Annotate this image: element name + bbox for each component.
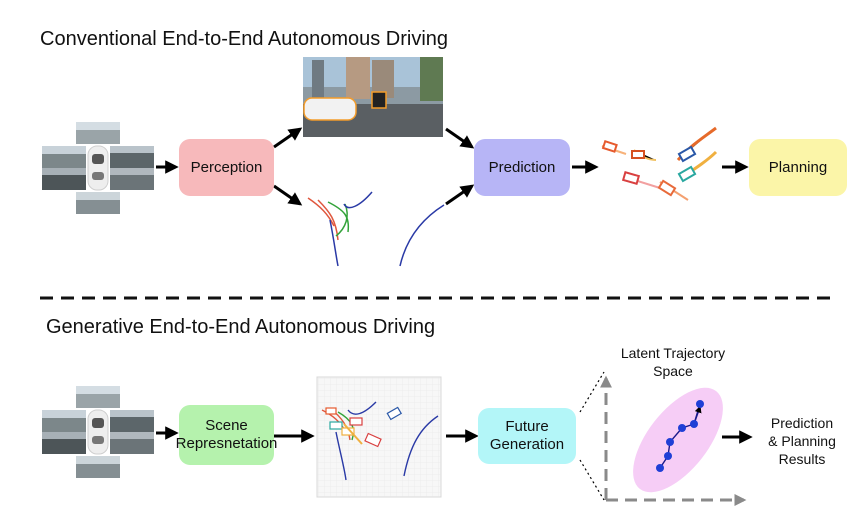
results-label: Prediction & Planning Results <box>752 414 852 469</box>
future-generation-box: Future Generation <box>478 408 576 464</box>
camera-views-top <box>42 122 154 214</box>
prediction-trajectories <box>601 126 718 201</box>
future-label-line-2: Generation <box>489 436 565 453</box>
camera-views-bottom <box>42 386 154 478</box>
planning-box: Planning <box>749 139 847 196</box>
street-photo <box>303 57 443 137</box>
results-label-line-2: & Planning <box>768 433 836 450</box>
scene-label-line-2: Represnetation <box>175 435 278 452</box>
conventional-title: Conventional End-to-End Autonomous Drivi… <box>40 28 449 50</box>
scene-grid-map <box>316 376 442 498</box>
arrow-photo-to-prediction <box>445 127 475 149</box>
arrow-perception-to-map <box>273 184 303 206</box>
perception-map <box>307 191 445 267</box>
perception-box: Perception <box>179 139 274 196</box>
results-label-line-1: Prediction <box>770 415 834 431</box>
latent-label-line-1: Latent Trajectory <box>620 345 726 361</box>
latent-space-label: Latent Trajectory Space <box>598 345 748 380</box>
future-label-line-1: Future <box>505 418 549 435</box>
scene-label-line-1: Scene <box>205 417 248 434</box>
prediction-box: Prediction <box>474 139 570 196</box>
latent-distribution-ellipse <box>633 387 723 493</box>
arrow-perception-to-photo <box>273 127 303 149</box>
generative-title: Generative End-to-End Autonomous Driving <box>46 316 436 338</box>
results-label-line-3: Results <box>778 451 826 468</box>
latent-trajectory <box>656 400 704 472</box>
latent-label-line-2: Space <box>653 362 693 379</box>
latent-space-axes <box>579 371 747 506</box>
scene-representation-box: Scene Represnetation <box>176 405 277 465</box>
arrow-map-to-prediction <box>445 184 475 206</box>
